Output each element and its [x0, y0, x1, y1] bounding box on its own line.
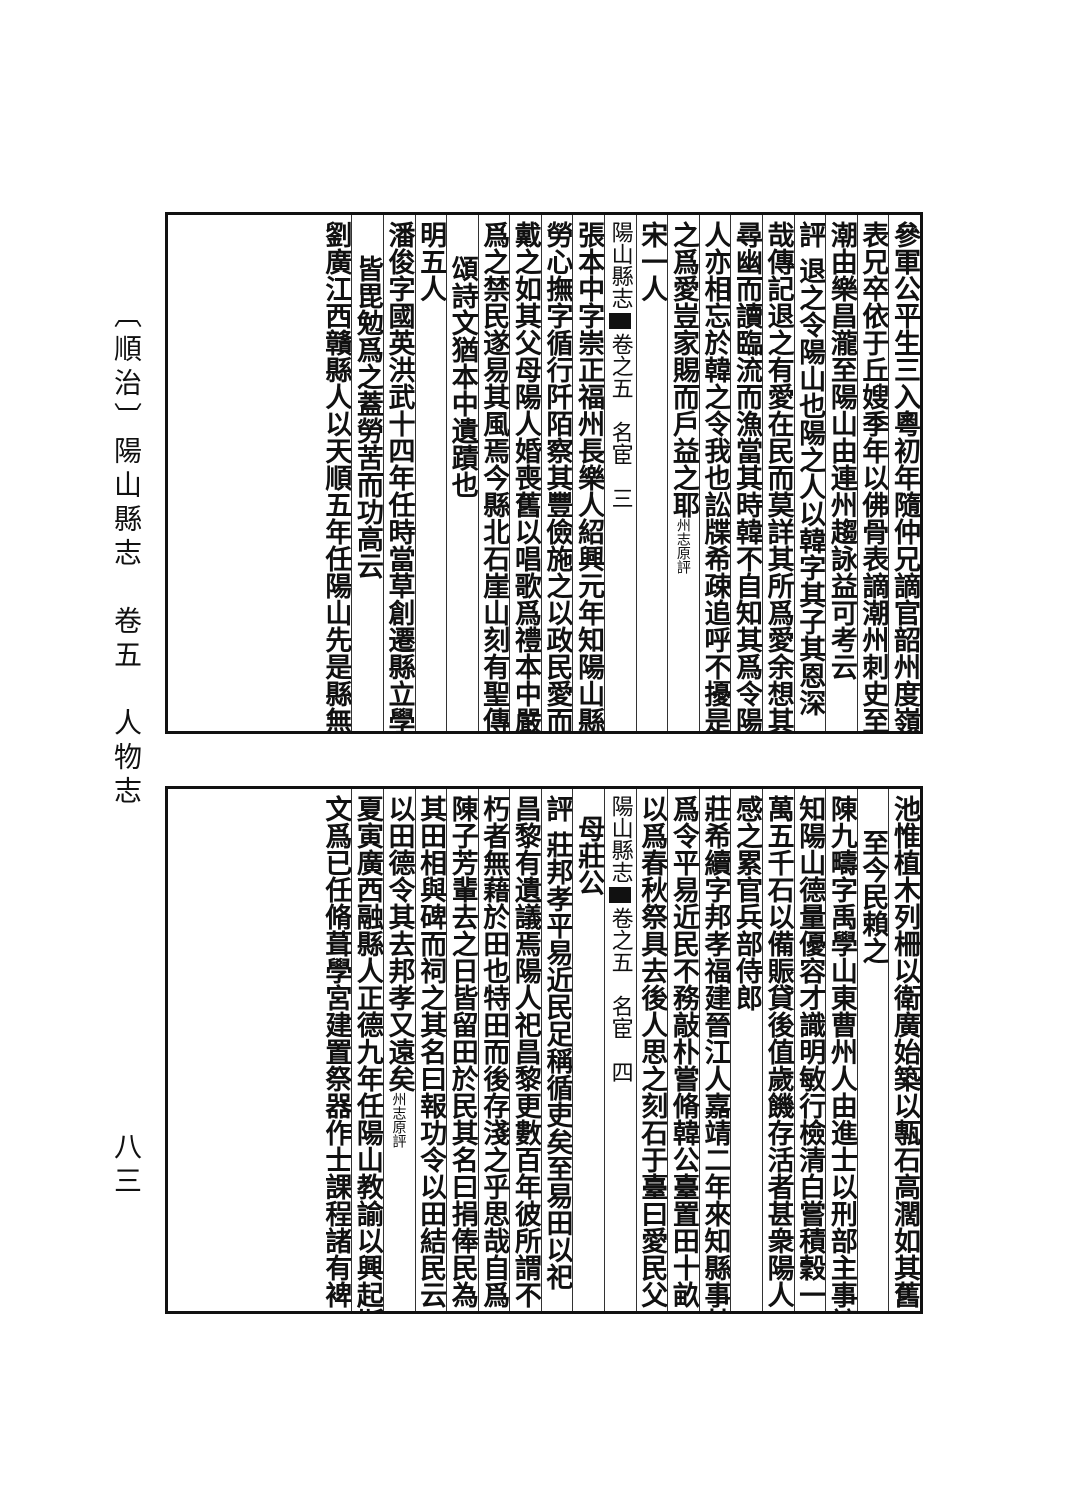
- fold-caption: 卷之五 名宦 四: [607, 907, 633, 1083]
- column-text: 宋一人: [636, 221, 668, 302]
- top-page-column: 爲之禁民遂易其風焉今縣北石崖山刻有聖傳: [477, 215, 510, 731]
- column-text: 評 退之令陽山也陽之人以韓字其子其恩深: [794, 221, 826, 717]
- column-text: 戴之如其父母陽人婚喪舊以唱歌爲禮本中嚴: [509, 221, 541, 731]
- column-text: 莊希續字邦孝福建晉江人嘉靖二年來知縣事其: [699, 795, 731, 1311]
- top-page-column: 參軍公平生三入粵初年隨仲兄謫官韶州度嶺: [888, 215, 920, 731]
- bottom-page-column: 母莊公: [572, 789, 604, 1311]
- top-page-block: 參軍公平生三入粵初年隨仲兄謫官韶州度嶺表兄卒依于丘嫂季年以佛骨表謫潮州刺史至潮由…: [165, 212, 923, 734]
- bottom-page-column: 陳子芳輩去之日皆留田於民其名曰捐俸民為: [446, 789, 478, 1311]
- top-page-column: 勞心撫字循行阡陌察其豐儉施之以政民愛而: [540, 215, 573, 731]
- column-text: 參軍公平生三入粵初年隨仲兄謫官韶州度嶺: [889, 221, 920, 731]
- column-text: 潘俊字國英洪武十四年任時當草創遷縣立學後: [383, 221, 415, 731]
- column-text: 哉傳記退之有愛在民而莫詳其所爲愛余想其: [762, 221, 794, 731]
- top-page-column: 頌詩文猶本中遺蹟也: [446, 215, 478, 731]
- top-page-column: 人亦相忘於韓之令我也訟牒希疎追呼不擾是: [698, 215, 731, 731]
- top-page-column: 陽山縣志卷之五 名宦 三: [604, 215, 636, 731]
- column-text: 表兄卒依于丘嫂季年以佛骨表謫潮州刺史至: [857, 221, 889, 731]
- bottom-page-column: 以爲春秋祭具去後人思之刻石于臺曰愛民父: [635, 789, 668, 1311]
- column-text: 感之累官兵部侍郎: [731, 795, 763, 1011]
- top-page-column: 表兄卒依于丘嫂季年以佛骨表謫潮州刺史至: [856, 215, 889, 731]
- top-page-column: 之爲愛豈家賜而戶益之耶州志原評: [667, 215, 699, 731]
- margin-title: 〔順治〕陽山縣志 卷五 人物志: [110, 300, 143, 810]
- column-text: 爲之禁民遂易其風焉今縣北石崖山刻有聖傳: [478, 221, 510, 731]
- column-text: 劉廣江西贛縣人以天順五年任陽山先是縣無城: [320, 221, 352, 731]
- bottom-page-column: 萬五千石以備賑貸後值歲饑存活者甚衆陽人: [762, 789, 794, 1311]
- column-text: 陽山縣志: [607, 221, 633, 309]
- column-text: 皆毘勉爲之蓋勞苦而功高云: [351, 255, 383, 579]
- fold-caption: 卷之五 名宦 三: [607, 333, 633, 509]
- column-text: 頌詩文猶本中遺蹟也: [446, 255, 478, 498]
- column-text: 評 莊邦孝平易近民足稱循吏矣至易田以祀: [541, 795, 573, 1291]
- bottom-page-column: 爲令平易近民不務敲朴嘗脩韓公臺置田十畝: [667, 789, 699, 1311]
- bottom-page-column: 文爲已任脩葺學宮建置祭器作士課程諸有裨: [320, 789, 352, 1311]
- top-page-column: 宋一人: [635, 215, 668, 731]
- column-text: 朽者無藉於田也特田而後存淺之乎思哉自爲: [478, 795, 510, 1308]
- bottom-page-column: 評 莊邦孝平易近民足稱循吏矣至易田以祀: [540, 789, 573, 1311]
- column-text: 陳子芳輩去之日皆留田於民其名曰捐俸民為: [446, 795, 478, 1308]
- bottom-page-column: 感之累官兵部侍郎: [730, 789, 762, 1311]
- column-text: 陽山縣志: [607, 795, 633, 883]
- bottom-page-block: 池惟植木列柵以衛廣始築以甎石高濶如其舊至今民賴之陳九疇字禹學山東曹州人由進士以刑…: [165, 786, 923, 1314]
- top-page-column: 評 退之令陽山也陽之人以韓字其子其恩深: [793, 215, 826, 731]
- bottom-page-column: 陳九疇字禹學山東曹州人由進士以刑部主事謫: [825, 789, 857, 1311]
- top-page-column: 潮由樂昌瀧至陽山由連州趨詠益可考云: [825, 215, 857, 731]
- bottom-page-column: 其田相與碑而祠之其名曰報功令以田結民云: [414, 789, 447, 1311]
- column-text: 人亦相忘於韓之令我也訟牒希疎追呼不擾是: [699, 221, 731, 731]
- column-text: 爲令平易近民不務敲朴嘗脩韓公臺置田十畝: [667, 795, 699, 1308]
- annotation-small: 州志原評: [674, 518, 691, 574]
- page-number: 八三: [110, 1132, 143, 1200]
- column-text: 勞心撫字循行阡陌察其豐儉施之以政民愛而: [541, 221, 573, 731]
- top-page-column: 皆毘勉爲之蓋勞苦而功高云: [351, 215, 383, 731]
- top-page-column: 張本中字崇正福州長樂人紹興元年知陽山縣事: [572, 215, 604, 731]
- bottom-page-column: 知陽山德量優容才識明敏行檢清白嘗積穀一: [793, 789, 826, 1311]
- top-page-column: 戴之如其父母陽人婚喪舊以唱歌爲禮本中嚴: [509, 215, 541, 731]
- top-page-column: 潘俊字國英洪武十四年任時當草創遷縣立學後: [382, 215, 415, 731]
- bottom-page-column: 以田德令其去邦孝又遠矣州志原評: [382, 789, 415, 1311]
- column-text: 以爲春秋祭具去後人思之刻石于臺曰愛民父: [636, 795, 668, 1308]
- column-text: 其田相與碑而祠之其名曰報功令以田結民云: [415, 795, 447, 1308]
- top-page-column: 哉傳記退之有愛在民而莫詳其所爲愛余想其: [762, 215, 794, 731]
- column-text: 至今民賴之: [857, 829, 889, 964]
- top-page-column: 尋幽而讀臨流而漁當其時韓不自知其爲令陽: [730, 215, 762, 731]
- column-text: 尋幽而讀臨流而漁當其時韓不自知其爲令陽: [731, 221, 763, 731]
- bottom-page-column: 陽山縣志卷之五 名宦 四: [604, 789, 636, 1311]
- bottom-page-column: 昌黎有遺議焉陽人祀昌黎更數百年彼所謂不: [509, 789, 541, 1311]
- bottom-page-column: 夏寅廣西融縣人正德九年任陽山教諭以興起斯: [351, 789, 383, 1311]
- column-text: 文爲已任脩葺學宮建置祭器作士課程諸有裨: [320, 795, 352, 1308]
- column-text: 萬五千石以備賑貸後值歲饑存活者甚衆陽人: [762, 795, 794, 1308]
- column-text: 昌黎有遺議焉陽人祀昌黎更數百年彼所謂不: [509, 795, 541, 1308]
- column-text: 夏寅廣西融縣人正德九年任陽山教諭以興起斯: [351, 795, 383, 1311]
- top-page-column: 劉廣江西贛縣人以天順五年任陽山先是縣無城: [320, 215, 352, 731]
- column-text: 以田德令其去邦孝又遠矣: [383, 795, 415, 1092]
- column-text: 明五人: [415, 221, 447, 302]
- fish-tail-mark: [608, 887, 631, 903]
- bottom-page-column: 莊希續字邦孝福建晉江人嘉靖二年來知縣事其: [698, 789, 731, 1311]
- column-text: 之爲愛豈家賜而戶益之耶: [667, 221, 699, 518]
- column-text: 潮由樂昌瀧至陽山由連州趨詠益可考云: [825, 221, 857, 680]
- column-text: 張本中字崇正福州長樂人紹興元年知陽山縣事: [573, 221, 605, 731]
- annotation-small: 州志原評: [390, 1092, 407, 1148]
- bottom-page-column: 朽者無藉於田也特田而後存淺之乎思哉自爲: [477, 789, 510, 1311]
- top-page-column: 明五人: [414, 215, 447, 731]
- column-text: 知陽山德量優容才識明敏行檢清白嘗積穀一: [794, 795, 826, 1308]
- column-text: 池惟植木列柵以衛廣始築以甎石高濶如其舊: [889, 795, 920, 1308]
- column-text: 母莊公: [573, 815, 605, 896]
- fish-tail-mark: [608, 313, 631, 329]
- column-text: 陳九疇字禹學山東曹州人由進士以刑部主事謫: [825, 795, 857, 1311]
- bottom-page-column: 池惟植木列柵以衛廣始築以甎石高濶如其舊: [888, 789, 920, 1311]
- bottom-page-column: 至今民賴之: [856, 789, 889, 1311]
